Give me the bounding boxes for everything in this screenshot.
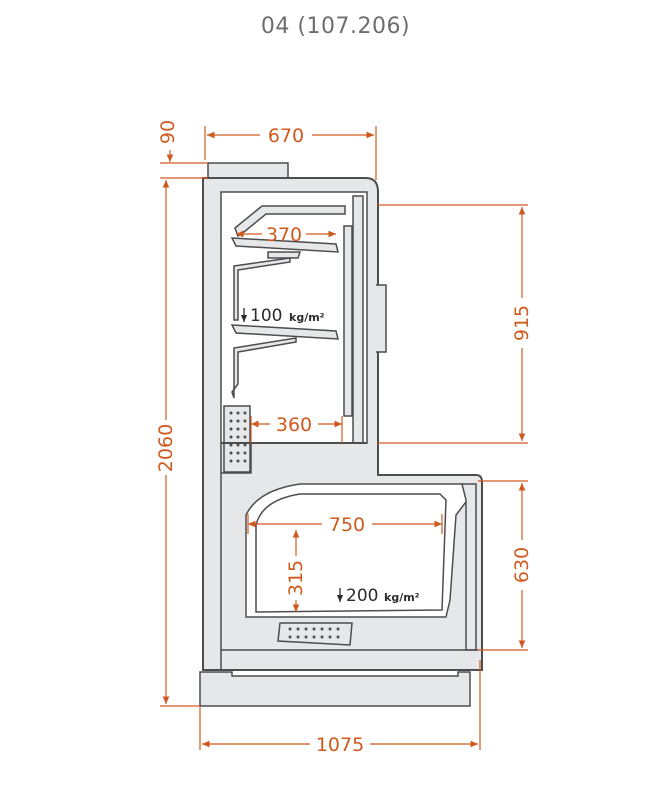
dim-lower-inner-height: 315 <box>285 560 307 596</box>
dim-total-height: 2060 <box>155 424 177 472</box>
glass-post <box>352 195 364 444</box>
dim-lower-height: 630 <box>511 547 533 583</box>
shelf-2 <box>230 324 339 340</box>
dim-top-offset: 90 <box>157 120 179 144</box>
handle <box>376 284 387 353</box>
base-plinth <box>199 671 471 707</box>
lower-tub <box>245 483 473 618</box>
dimension-lines <box>160 126 528 750</box>
lower-vent-grille <box>277 622 353 646</box>
lower-vent-holes <box>288 627 340 639</box>
shelf-load-unit: kg/m² <box>289 311 325 324</box>
dim-shelf-depth-bottom: 360 <box>276 414 312 436</box>
dim-top-width: 670 <box>268 125 304 147</box>
shelf-load-value: 100 <box>250 306 282 326</box>
lower-load-value: 200 <box>346 586 378 606</box>
left-bracket-1 <box>233 257 291 321</box>
lower-load-unit: kg/m² <box>384 591 420 604</box>
shelf-1-bracket <box>267 251 302 259</box>
dim-upper-height: 915 <box>511 305 533 341</box>
top-cap <box>207 162 289 180</box>
left-bracket-2 <box>231 337 297 399</box>
shelf-1 <box>230 237 339 253</box>
cabinet-body <box>199 162 483 707</box>
diagram-title: 04 (107.206) <box>260 14 411 39</box>
dim-total-width: 1075 <box>316 734 364 756</box>
upper-vent-holes <box>229 411 247 463</box>
lower-load-label: 200 kg/m² <box>336 586 420 606</box>
dim-shelf-depth-top: 370 <box>266 224 302 246</box>
lower-tub-inner <box>255 493 447 613</box>
shelf-load-label: 100 kg/m² <box>240 306 325 326</box>
front-glass <box>343 225 353 417</box>
dim-lower-depth: 750 <box>329 514 365 536</box>
